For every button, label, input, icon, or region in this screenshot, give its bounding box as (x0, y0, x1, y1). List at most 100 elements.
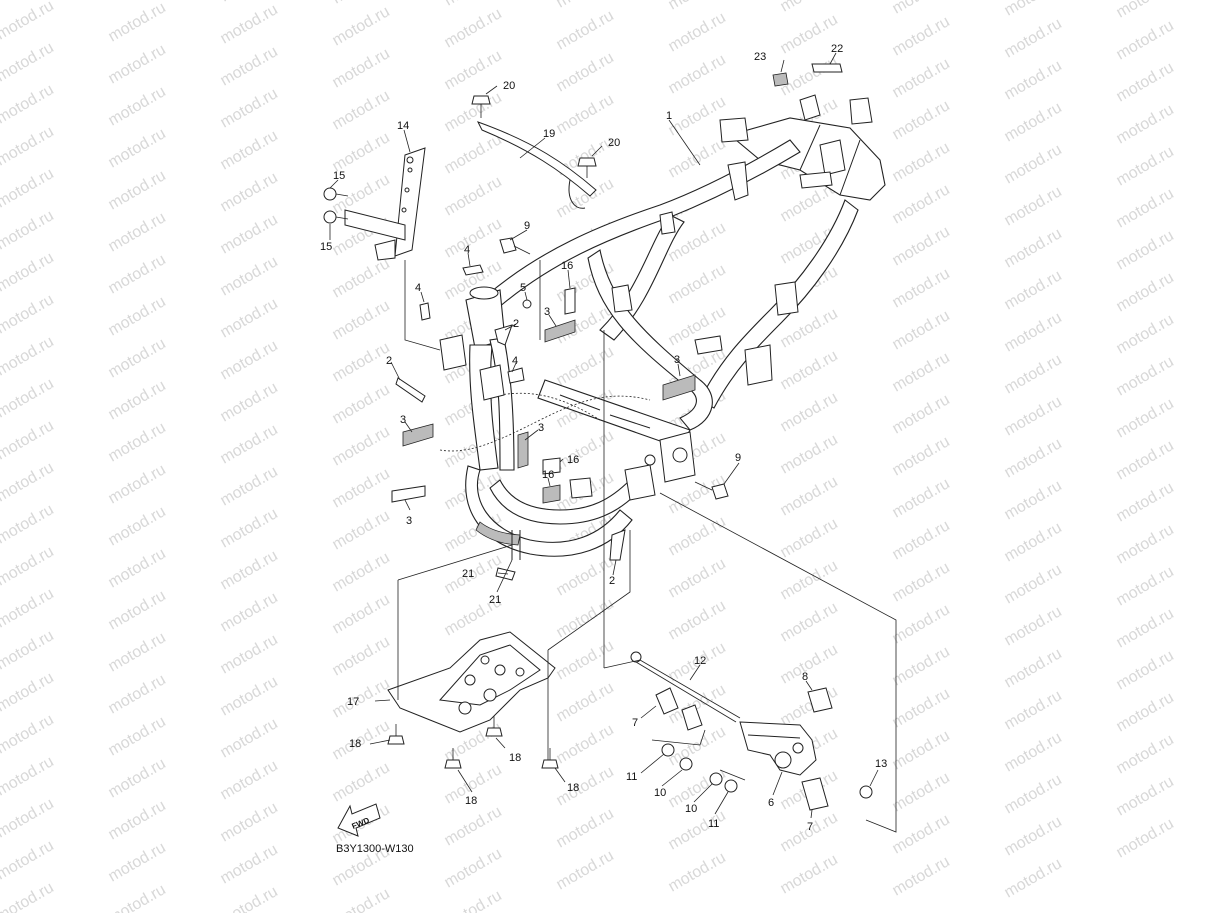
watermark-text: motod.ru (0, 249, 57, 295)
watermark-text: motod.ru (330, 633, 393, 679)
watermark-text: motod.ru (0, 417, 57, 463)
watermark-layer: motod.ru motod.ru motod.ru motod.ru motod.ru… (0, 0, 1177, 913)
watermark-text: motod.ru (218, 673, 281, 719)
watermark-text: motod.ru (0, 711, 57, 757)
callout-23: 23 (754, 51, 766, 63)
watermark-text: motod.ru (1002, 477, 1065, 523)
watermark-text: motod.ru (554, 427, 617, 473)
leader-lines (329, 52, 897, 833)
watermark-text: motod.ru (0, 795, 57, 841)
nut-part-13 (859, 785, 873, 799)
callout-labels: 1 2 2 2 3 3 3 3 3 4 4 4 5 6 7 7 8 9 9 10… (320, 43, 887, 833)
callout-4: 4 (464, 244, 470, 256)
watermark-text: motod.ru (442, 845, 505, 891)
watermark-text: motod.ru (554, 805, 617, 851)
bolt-part-9-lower (694, 481, 729, 500)
watermark-text: motod.ru (1114, 731, 1177, 777)
watermark-text: motod.ru (330, 381, 393, 427)
watermark-text: motod.ru (442, 173, 505, 219)
bushing-part-7-right (801, 777, 829, 811)
watermark-text: motod.ru (442, 5, 505, 51)
callout-2: 2 (609, 575, 615, 587)
watermark-text: motod.ru (218, 841, 281, 887)
watermark-text: motod.ru (330, 45, 393, 91)
callout-16: 16 (561, 260, 573, 272)
damper-part-8 (807, 687, 833, 713)
callout-8: 8 (802, 671, 808, 683)
watermark-text: motod.ru (330, 885, 393, 913)
sheet-part-16 (542, 287, 576, 504)
watermark-text: motod.ru (890, 601, 953, 647)
callout-11: 11 (626, 771, 637, 783)
callout-4: 4 (415, 282, 421, 294)
engine-bracket-part-6 (739, 721, 817, 776)
watermark-text: motod.ru (106, 209, 169, 255)
watermark-text: motod.ru (106, 335, 169, 381)
watermark-text: motod.ru (106, 839, 169, 885)
watermark-text: motod.ru (1002, 603, 1065, 649)
watermark-text: motod.ru (554, 553, 617, 599)
watermark-text: motod.ru (218, 631, 281, 677)
callout-18: 18 (567, 782, 579, 794)
watermark-text: motod.ru (778, 851, 841, 897)
watermark-text: motod.ru (554, 763, 617, 809)
callout-10: 10 (685, 803, 697, 815)
watermark-text: motod.ru (666, 135, 729, 181)
watermark-text: motod.ru (106, 125, 169, 171)
callout-1: 1 (666, 110, 672, 122)
watermark-text: motod.ru (666, 597, 729, 643)
watermark-text: motod.ru (890, 265, 953, 311)
watermark-text: motod.ru (778, 641, 841, 687)
watermark-text: motod.ru (106, 41, 169, 87)
watermark-text: motod.ru (1114, 143, 1177, 189)
callout-12: 12 (694, 655, 706, 667)
pad-part-22 (811, 63, 843, 73)
watermark-text: motod.ru (218, 757, 281, 803)
watermark-text: motod.ru (778, 389, 841, 435)
watermark-text: motod.ru (330, 465, 393, 511)
pivot-bolt-part-12 (630, 651, 741, 723)
callout-21: 21 (489, 594, 501, 606)
watermark-text: motod.ru (666, 9, 729, 55)
watermark-text: motod.ru (0, 585, 57, 631)
watermark-text: motod.ru (0, 207, 57, 253)
watermark-text: motod.ru (330, 339, 393, 385)
bolt-part-20-left (471, 95, 491, 118)
watermark-text: motod.ru (1002, 687, 1065, 733)
watermark-text: motod.ru (1114, 647, 1177, 693)
callout-2: 2 (386, 355, 392, 367)
watermark-text: motod.ru (1114, 269, 1177, 315)
watermark-text: motod.ru (330, 129, 393, 175)
watermark-text: motod.ru (1002, 561, 1065, 607)
watermark-text: motod.ru (890, 97, 953, 143)
watermark-text: motod.ru (1114, 815, 1177, 861)
watermark-text: motod.ru (218, 547, 281, 593)
bolt-part-20-right (577, 157, 597, 178)
watermark-text: motod.ru (1114, 479, 1177, 525)
watermark-text: motod.ru (1114, 563, 1177, 609)
watermark-text: motod.ru (106, 587, 169, 633)
watermark-text: motod.ru (106, 0, 169, 45)
watermark-text: motod.ru (218, 1, 281, 47)
watermark-text: motod.ru (1002, 435, 1065, 481)
watermark-text: motod.ru (1114, 311, 1177, 357)
watermark-text: motod.ru (1002, 855, 1065, 901)
watermark-text: motod.ru (106, 671, 169, 717)
watermark-text: motod.ru (1002, 15, 1065, 61)
watermark-text: motod.ru (1002, 267, 1065, 313)
watermark-text: motod.ru (106, 713, 169, 759)
watermark-text: motod.ru (106, 755, 169, 801)
callout-18: 18 (349, 738, 361, 750)
watermark-text: motod.ru (890, 307, 953, 353)
callout-13: 13 (875, 758, 887, 770)
watermark-text: motod.ru (1002, 519, 1065, 565)
watermark-text: motod.ru (554, 595, 617, 641)
callout-5: 5 (520, 282, 526, 294)
watermark-text: motod.ru (1114, 59, 1177, 105)
washer-part-11 (661, 743, 738, 793)
watermark-text: motod.ru (890, 223, 953, 269)
callout-7: 7 (632, 717, 638, 729)
bracket-part-14 (344, 147, 426, 261)
watermark-text: motod.ru (218, 715, 281, 761)
watermark-text: motod.ru (554, 91, 617, 137)
